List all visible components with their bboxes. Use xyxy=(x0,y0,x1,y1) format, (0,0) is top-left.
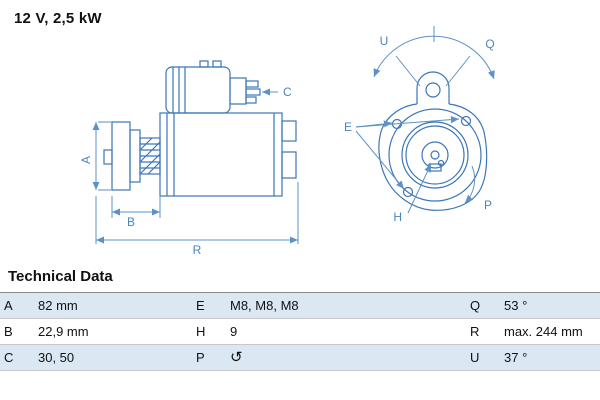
tech-key: A xyxy=(0,292,34,319)
technical-data-section: Technical Data A 82 mm E M8, M8, M8 Q 53… xyxy=(0,264,600,371)
dim-label-b: B xyxy=(127,215,135,229)
tech-value: ↺ xyxy=(226,344,466,371)
dim-label-r: R xyxy=(193,243,202,257)
tech-value: M8, M8, M8 xyxy=(226,292,466,319)
dim-label-p: P xyxy=(484,198,492,212)
table-row: B 22,9 mm H 9 R max. 244 mm xyxy=(0,318,600,345)
technical-data-table: A 82 mm E M8, M8, M8 Q 53 ° B 22,9 mm H … xyxy=(0,292,600,371)
dim-label-c: C xyxy=(283,85,292,99)
dim-label-q: Q xyxy=(485,37,494,51)
tech-value: 30, 50 xyxy=(34,344,192,371)
table-row: A 82 mm E M8, M8, M8 Q 53 ° xyxy=(0,292,600,319)
power-rating: 12 V, 2,5 kW xyxy=(14,10,102,27)
tech-key: Q xyxy=(466,292,500,319)
front-view-dimensions xyxy=(355,26,495,214)
tech-value: max. 244 mm xyxy=(500,318,600,345)
dim-label-h: H xyxy=(393,210,402,224)
tech-key: H xyxy=(192,318,226,345)
rotation-direction-icon: ↺ xyxy=(230,349,243,366)
front-view xyxy=(378,71,488,211)
tech-value: 37 ° xyxy=(500,344,600,371)
tech-key: U xyxy=(466,344,500,371)
tech-key: R xyxy=(466,318,500,345)
tech-value: 82 mm xyxy=(34,292,192,319)
dim-label-u: U xyxy=(380,34,389,48)
tech-key: E xyxy=(192,292,226,319)
side-view xyxy=(103,60,297,197)
tech-value: 22,9 mm xyxy=(34,318,192,345)
table-row: C 30, 50 P ↺ U 37 ° xyxy=(0,344,600,371)
tech-key: P xyxy=(192,344,226,371)
side-view-dimensions xyxy=(92,88,299,244)
tech-value: 9 xyxy=(226,318,466,345)
technical-data-title: Technical Data xyxy=(8,268,113,285)
tech-key: C xyxy=(0,344,34,371)
tech-value: 53 ° xyxy=(500,292,600,319)
starter-motor-technical-drawing: A B C R xyxy=(79,26,495,257)
dim-label-a: A xyxy=(79,156,93,164)
dim-label-e: E xyxy=(344,120,352,134)
tech-key: B xyxy=(0,318,34,345)
